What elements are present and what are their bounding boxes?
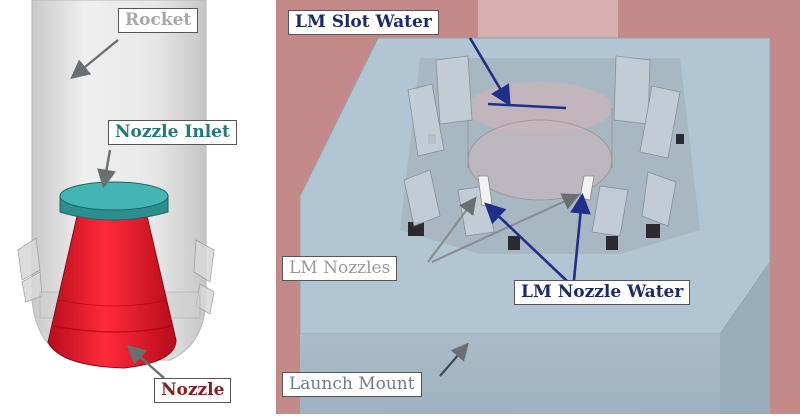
nozzle-inlet-shape bbox=[59, 181, 169, 221]
rocket-arrow bbox=[70, 39, 119, 80]
nozzle-inlet-label: Nozzle Inlet bbox=[108, 120, 237, 145]
lm-nozzle-water-arrow-2 bbox=[570, 192, 591, 281]
lm-nozzles-label: LM Nozzles bbox=[282, 256, 398, 281]
left-panel bbox=[0, 0, 266, 414]
nozzle-shape bbox=[47, 211, 177, 369]
nozzle-label: Nozzle bbox=[154, 378, 232, 403]
launch-mount-opening bbox=[400, 55, 700, 254]
lm-nozzles-arrow-2 bbox=[431, 193, 580, 263]
lm-slot-water-arrow bbox=[468, 37, 511, 107]
nozzle-inlet-arrow bbox=[97, 149, 116, 189]
launch-mount-label: Launch Mount bbox=[282, 372, 422, 397]
launch-mount-arrow bbox=[439, 342, 469, 377]
lm-nozzles-arrow-1 bbox=[427, 196, 477, 263]
lm-nozzle-water-label: LM Nozzle Water bbox=[514, 280, 691, 305]
lm-slot-water-label: LM Slot Water bbox=[288, 10, 439, 35]
launch-mount-side bbox=[720, 262, 770, 414]
lm-nozzle-water-arrow-1 bbox=[484, 202, 569, 283]
right-panel bbox=[276, 0, 800, 414]
rocket-label: Rocket bbox=[118, 8, 199, 33]
panel-divider bbox=[266, 0, 276, 414]
nozzle-arrow bbox=[126, 344, 165, 379]
